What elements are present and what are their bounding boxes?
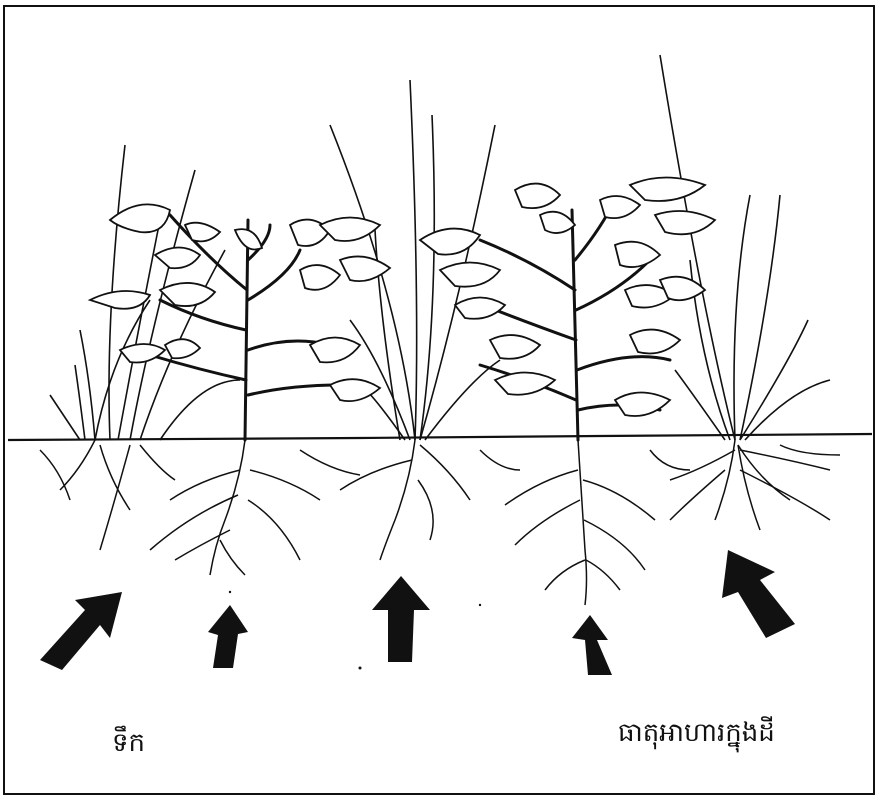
arrow-up-icon [372, 576, 430, 662]
grass-clump-right [660, 55, 830, 440]
speckles [229, 591, 481, 670]
arrow-up-icon [40, 592, 122, 670]
arrow-up-icon [208, 605, 248, 668]
plant-right-leaves [420, 178, 715, 417]
plant-left-leaves [90, 204, 390, 401]
root-system [40, 440, 840, 605]
soil-nutrients-label: ធាតុអាហារក្នុងដី [618, 716, 775, 754]
resource-arrows [40, 550, 795, 675]
arrow-up-icon [722, 550, 795, 638]
water-label: ទឹក [112, 726, 145, 764]
arrow-up-icon [572, 615, 612, 675]
